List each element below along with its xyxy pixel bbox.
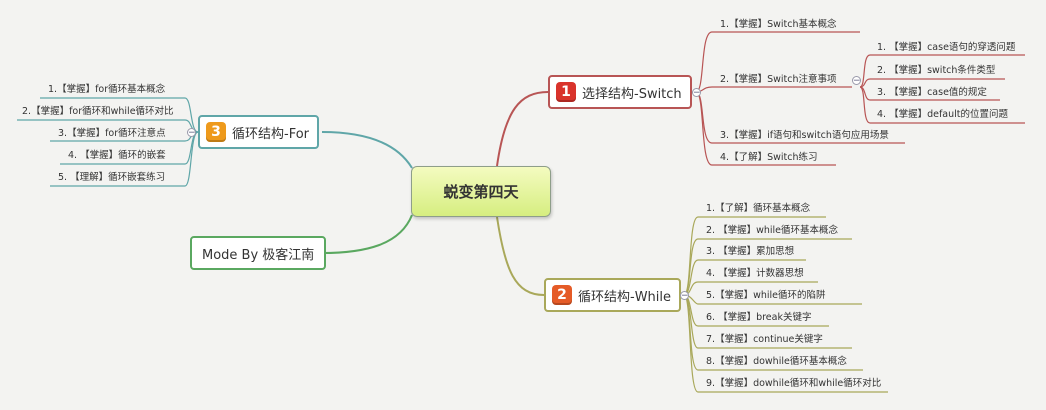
while-item-6[interactable]: 6. 【掌握】break关键字	[706, 312, 812, 323]
branch-for-number: 3	[206, 122, 226, 142]
while-item-7[interactable]: 7.【掌握】continue关键字	[706, 334, 823, 345]
branch-while[interactable]: 2 循环结构-While	[544, 278, 682, 312]
for-item-4[interactable]: 4. 【掌握】循环的嵌套	[68, 150, 166, 161]
switch-sub-item-3[interactable]: 3. 【掌握】case值的规定	[877, 87, 987, 98]
connector-for	[321, 131, 413, 169]
switch-sub-item-2[interactable]: 2. 【掌握】switch条件类型	[877, 65, 996, 76]
switch-item-4[interactable]: 4.【了解】Switch练习	[720, 152, 818, 163]
branch-while-label: 循环结构-While	[578, 289, 672, 305]
branch-switch[interactable]: 1 选择结构-Switch	[548, 75, 692, 109]
collapse-switch-icon[interactable]: −	[692, 88, 701, 98]
connector-switch	[496, 91, 549, 167]
branch-switch-label: 选择结构-Switch	[582, 86, 682, 102]
switch-item-1[interactable]: 1.【掌握】Switch基本概念	[720, 19, 837, 30]
connector-while	[496, 216, 545, 296]
for-item-2[interactable]: 2.【掌握】for循环和while循环对比	[22, 106, 174, 117]
switch-item-3[interactable]: 3.【掌握】if语句和switch语句应用场景	[720, 130, 889, 141]
branch-for[interactable]: 3 循环结构-For	[198, 115, 320, 149]
for-item-3[interactable]: 3.【掌握】for循环注意点	[58, 128, 166, 139]
collapse-while-icon[interactable]: −	[680, 291, 689, 301]
while-item-2[interactable]: 2. 【掌握】while循环基本概念	[706, 225, 838, 236]
while-item-5[interactable]: 5.【掌握】while循环的陷阱	[706, 290, 826, 301]
while-item-3[interactable]: 3. 【掌握】累加思想	[706, 246, 795, 257]
switch-item-2[interactable]: 2.【掌握】Switch注意事项	[720, 74, 837, 85]
while-item-1[interactable]: 1.【了解】循环基本概念	[706, 203, 811, 214]
while-item-8[interactable]: 8.【掌握】dowhile循环基本概念	[706, 356, 847, 367]
root-node[interactable]: 蜕变第四天	[411, 166, 551, 217]
while-item-9[interactable]: 9.【掌握】dowhile循环和while循环对比	[706, 378, 882, 389]
switch-sub-item-1[interactable]: 1. 【掌握】case语句的穿透问题	[877, 42, 1016, 53]
credit-node[interactable]: Mode By 极客江南	[190, 236, 327, 270]
branch-for-label: 循环结构-For	[232, 126, 310, 142]
credit-label: Mode By 极客江南	[202, 247, 315, 263]
collapse-for-icon[interactable]: −	[187, 128, 196, 138]
branch-switch-number: 1	[556, 82, 576, 102]
collapse-switch-notes-icon[interactable]: −	[852, 76, 861, 86]
switch-sub-item-4[interactable]: 4. 【掌握】default的位置问题	[877, 109, 1009, 120]
for-item-1[interactable]: 1.【掌握】for循环基本概念	[48, 84, 166, 95]
root-title: 蜕变第四天	[443, 183, 519, 201]
branch-while-number: 2	[552, 285, 572, 305]
while-item-4[interactable]: 4. 【掌握】计数器思想	[706, 268, 804, 279]
connector-credit	[321, 214, 413, 254]
for-item-5[interactable]: 5. 【理解】循环嵌套练习	[58, 172, 166, 183]
